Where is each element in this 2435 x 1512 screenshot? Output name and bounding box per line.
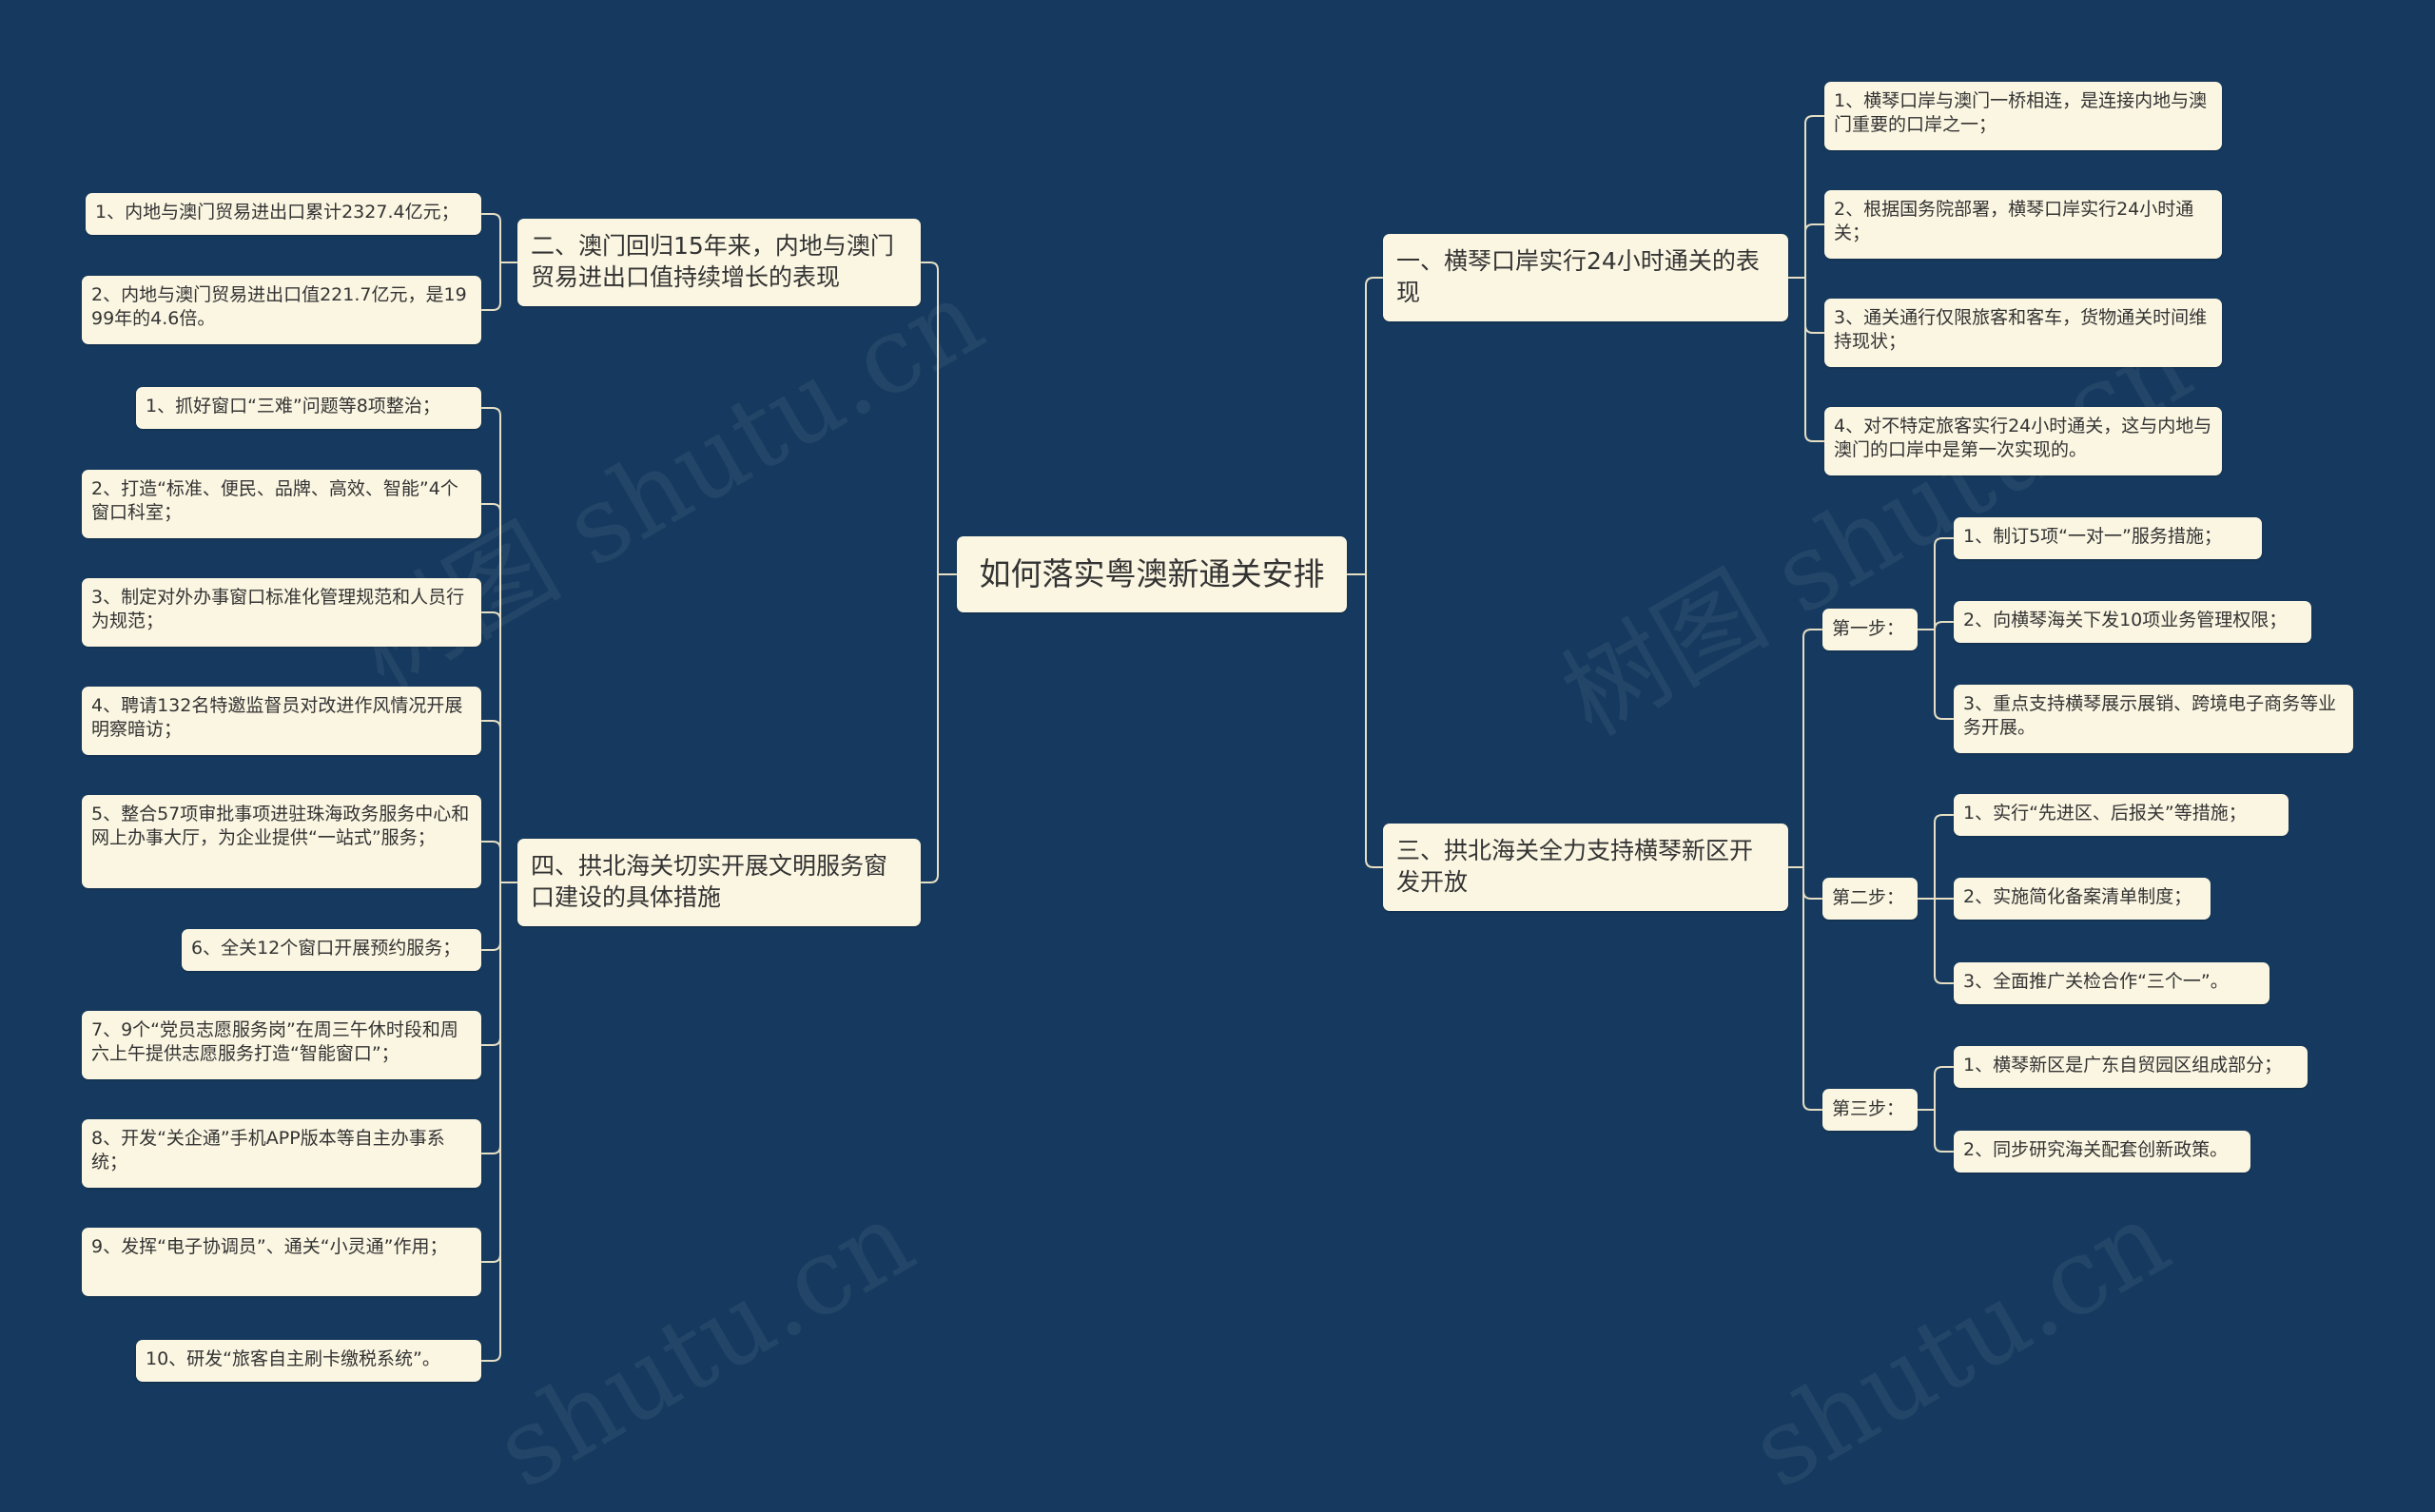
leaf-step1-2[interactable]: 2、向横琴海关下发10项业务管理权限； bbox=[1954, 601, 2311, 643]
connector-line bbox=[1802, 867, 1822, 1111]
connector-line bbox=[481, 503, 501, 882]
connector-line bbox=[481, 407, 501, 882]
leaf-service-8[interactable]: 8、开发“关企通”手机APP版本等自主办事系统； bbox=[82, 1119, 481, 1188]
connector-line bbox=[1802, 629, 1822, 867]
branch-trade-growth[interactable]: 二、澳门回归15年来，内地与澳门贸易进出口值持续增长的表现 bbox=[517, 219, 921, 306]
connector-line bbox=[921, 574, 939, 883]
branch-hengqin-support[interactable]: 三、拱北海关全力支持横琴新区开发开放 bbox=[1383, 824, 1788, 911]
connector-line bbox=[481, 611, 501, 882]
leaf-24h-1[interactable]: 1、横琴口岸与澳门一桥相连，是连接内地与澳门重要的口岸之一； bbox=[1824, 82, 2222, 150]
connector-line bbox=[1804, 278, 1824, 442]
leaf-24h-2[interactable]: 2、根据国务院部署，横琴口岸实行24小时通关； bbox=[1824, 190, 2222, 259]
leaf-service-4[interactable]: 4、聘请132名特邀监督员对改进作风情况开展明察暗访； bbox=[82, 687, 481, 755]
leaf-step1-3[interactable]: 3、重点支持横琴展示展销、跨境电子商务等业务开展。 bbox=[1954, 685, 2353, 753]
connector-line bbox=[1804, 115, 1824, 278]
leaf-24h-3[interactable]: 3、通关通行仅限旅客和客车，货物通关时间维持现状； bbox=[1824, 299, 2222, 367]
root-topic[interactable]: 如何落实粤澳新通关安排 bbox=[957, 536, 1347, 612]
mindmap-canvas: 树图 shutu.cn 树图 shutu.cn shutu.cn shutu.c… bbox=[82, 82, 2353, 1512]
connector-line bbox=[1934, 1066, 1954, 1110]
leaf-service-1[interactable]: 1、抓好窗口“三难”问题等8项整治； bbox=[136, 387, 481, 429]
leaf-step3-2[interactable]: 2、同步研究海关配套创新政策。 bbox=[1954, 1131, 2250, 1173]
leaf-service-5[interactable]: 5、整合57项审批事项进驻珠海政务服务中心和网上办事大厅，为企业提供“一站式”服… bbox=[82, 795, 481, 888]
leaf-step2-3[interactable]: 3、全面推广关检合作“三个一”。 bbox=[1954, 962, 2269, 1004]
connector-line bbox=[1934, 899, 1954, 984]
leaf-step1-1[interactable]: 1、制订5项“一对一”服务措施； bbox=[1954, 517, 2262, 559]
connector-line bbox=[481, 262, 501, 311]
leaf-step3-1[interactable]: 1、横琴新区是广东自贸园区组成部分； bbox=[1954, 1046, 2308, 1088]
connector-line bbox=[1804, 278, 1824, 334]
step-1[interactable]: 第一步： bbox=[1822, 609, 1918, 650]
connector-lines bbox=[481, 115, 1954, 1362]
leaf-trade-2[interactable]: 2、内地与澳门贸易进出口值221.7亿元，是1999年的4.6倍。 bbox=[82, 276, 481, 344]
connector-line bbox=[1934, 537, 1954, 630]
connector-line bbox=[481, 720, 501, 882]
leaf-service-7[interactable]: 7、9个“党员志愿服务岗”在周三午休时段和周六上午提供志愿服务打造“智能窗口”； bbox=[82, 1011, 481, 1079]
leaf-24h-4[interactable]: 4、对不特定旅客实行24小时通关，这与内地与澳门的口岸中是第一次实现的。 bbox=[1824, 407, 2222, 475]
leaf-service-3[interactable]: 3、制定对外办事窗口标准化管理规范和人员行为规范； bbox=[82, 578, 481, 647]
connector-line bbox=[1802, 867, 1822, 900]
connector-line bbox=[1934, 621, 1954, 630]
connector-line bbox=[1934, 630, 1954, 720]
connector-line bbox=[481, 882, 501, 951]
step-3[interactable]: 第三步： bbox=[1822, 1089, 1918, 1131]
branch-service-window[interactable]: 四、拱北海关切实开展文明服务窗口建设的具体措施 bbox=[517, 839, 921, 926]
leaf-service-6[interactable]: 6、全关12个窗口开展预约服务； bbox=[182, 929, 481, 971]
connector-line bbox=[481, 882, 501, 1362]
leaf-service-2[interactable]: 2、打造“标准、便民、品牌、高效、智能”4个窗口科室； bbox=[82, 470, 481, 538]
connector-line bbox=[481, 882, 501, 1046]
connector-line bbox=[481, 841, 501, 882]
connector-line bbox=[1365, 574, 1383, 868]
leaf-service-10[interactable]: 10、研发“旅客自主刷卡缴税系统”。 bbox=[136, 1340, 481, 1382]
connector-line bbox=[481, 882, 501, 1263]
connector-line bbox=[481, 882, 501, 1154]
step-2[interactable]: 第二步： bbox=[1822, 878, 1918, 920]
connector-line bbox=[1804, 223, 1824, 278]
leaf-trade-1[interactable]: 1、内地与澳门贸易进出口累计2327.4亿元； bbox=[86, 193, 481, 235]
connector-line bbox=[1934, 814, 1954, 899]
connector-line bbox=[921, 262, 939, 574]
leaf-step2-2[interactable]: 2、实施简化备案清单制度； bbox=[1954, 878, 2211, 920]
leaf-service-9[interactable]: 9、发挥“电子协调员”、通关“小灵通”作用； bbox=[82, 1228, 481, 1296]
connector-line bbox=[1934, 1110, 1954, 1153]
connector-line bbox=[481, 213, 501, 262]
connector-line bbox=[1365, 277, 1383, 574]
leaf-step2-1[interactable]: 1、实行“先进区、后报关”等措施； bbox=[1954, 794, 2289, 836]
branch-24h-clearance[interactable]: 一、横琴口岸实行24小时通关的表现 bbox=[1383, 234, 1788, 321]
